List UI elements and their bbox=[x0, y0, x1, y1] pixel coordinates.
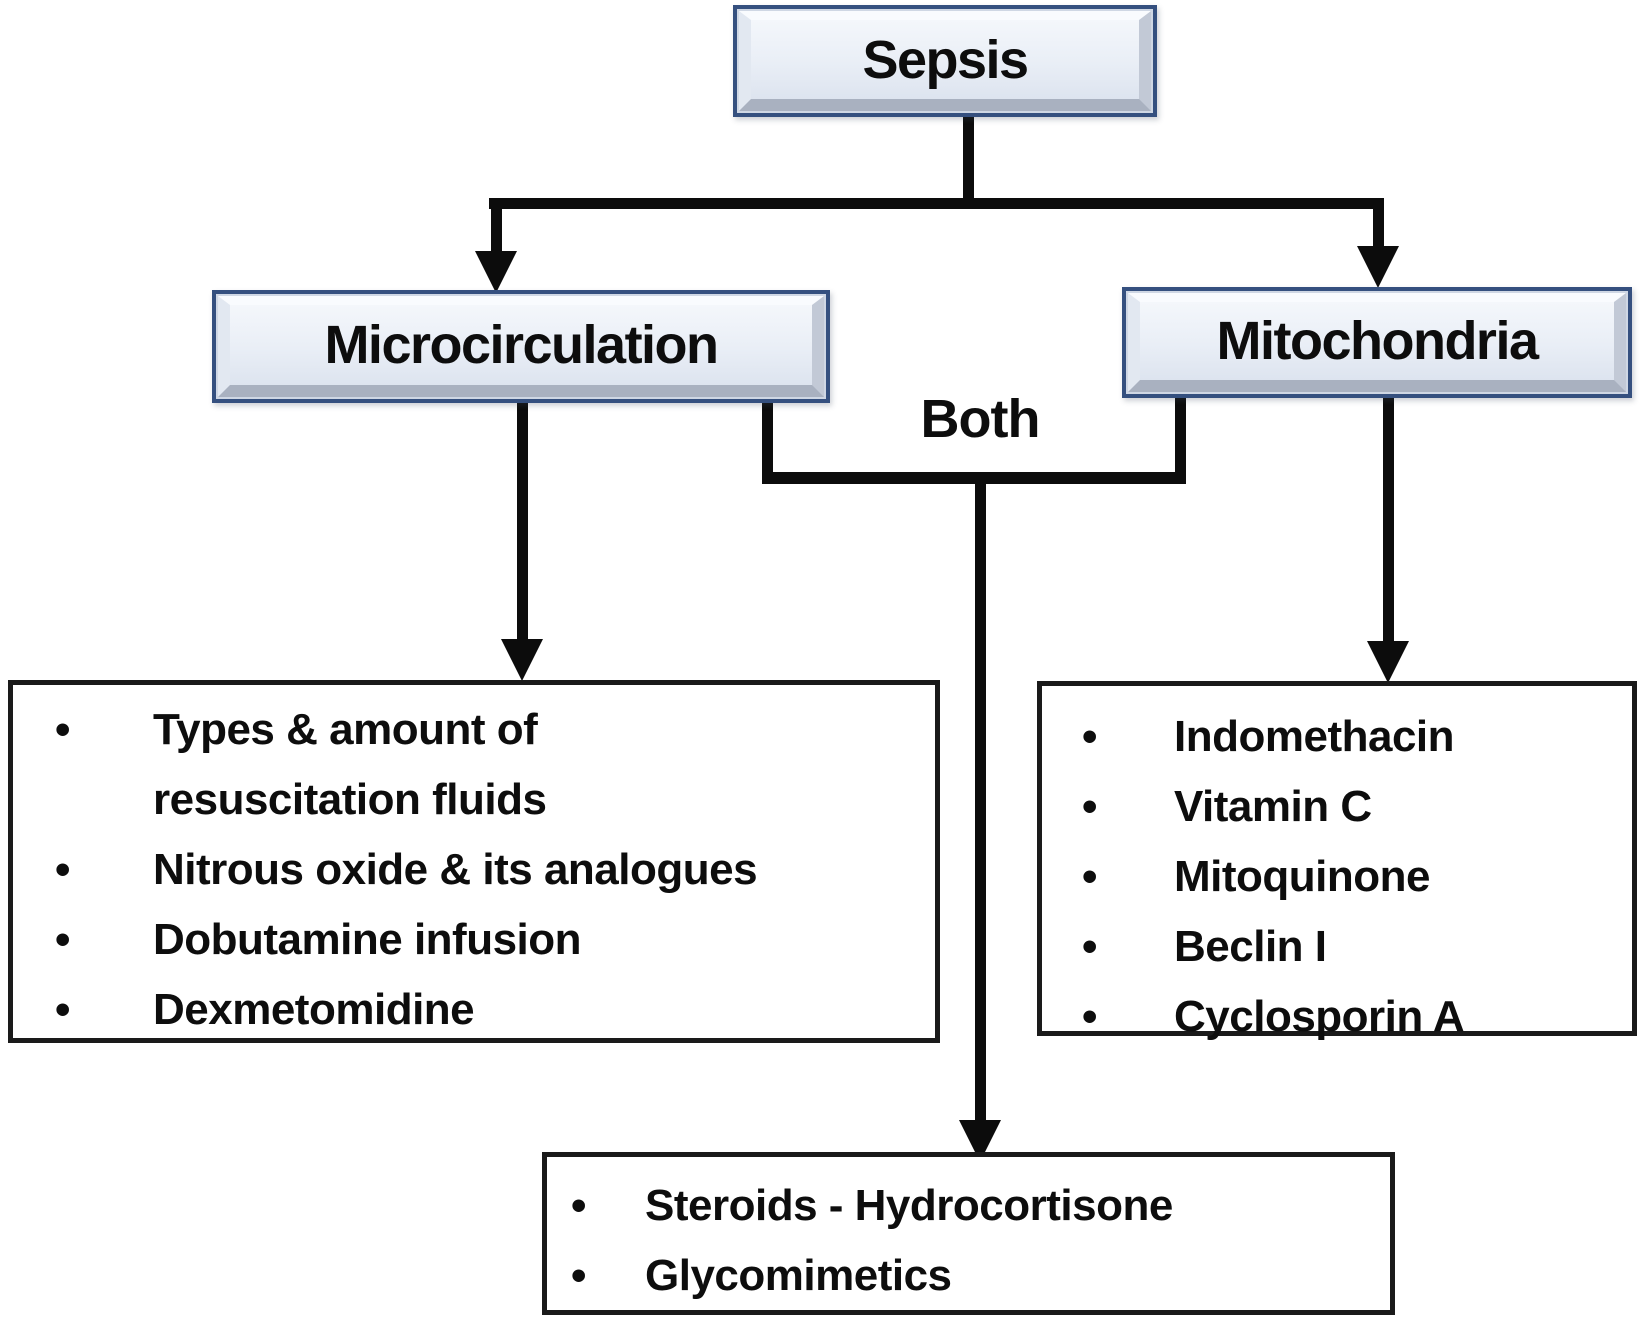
both-bracket-right bbox=[1175, 395, 1186, 481]
connector-branch-horizontal bbox=[489, 198, 1384, 209]
microcirculation-list: • Types & amount of resuscitation fluids… bbox=[8, 680, 940, 1043]
bullet-icon: • bbox=[55, 915, 70, 964]
list-item-text: Steroids - Hydrocortisone bbox=[645, 1181, 1173, 1230]
connector-sepsis-stem bbox=[963, 114, 974, 209]
arrowhead-to-mitochondria bbox=[1357, 246, 1399, 288]
both-bracket-horizontal bbox=[762, 472, 1186, 484]
list-item: • Dobutamine infusion bbox=[55, 905, 917, 975]
node-microcirculation-label: Microcirculation bbox=[324, 315, 719, 375]
node-sepsis-face: Sepsis bbox=[739, 11, 1151, 111]
list-item: • Beclin I bbox=[1082, 912, 1624, 982]
arrowhead-to-microcirculation bbox=[475, 251, 517, 293]
bullet-icon: • bbox=[55, 705, 70, 754]
both-list: • Steroids - Hydrocortisone • Glycomimet… bbox=[542, 1152, 1395, 1315]
list-item: • Glycomimetics bbox=[571, 1241, 1382, 1311]
list-item: • Nitrous oxide & its analogues bbox=[55, 835, 917, 905]
list-item: • Steroids - Hydrocortisone bbox=[571, 1171, 1382, 1241]
list-item: • Indomethacin bbox=[1082, 702, 1624, 772]
list-item-text: Mitoquinone bbox=[1174, 852, 1431, 901]
bullet-icon: • bbox=[1082, 992, 1097, 1041]
list-item: • Types & amount of resuscitation fluids bbox=[55, 695, 917, 835]
list-item: • Vitamin C bbox=[1082, 772, 1624, 842]
list-item-text: Glycomimetics bbox=[645, 1251, 952, 1300]
connector-microcirculation-to-list bbox=[517, 401, 528, 641]
node-microcirculation-face: Microcirculation bbox=[218, 296, 824, 397]
bullet-icon: • bbox=[55, 845, 70, 894]
list-item-text: Beclin I bbox=[1174, 922, 1327, 971]
list-item-text: Dexmetomidine bbox=[153, 985, 475, 1034]
arrowhead-to-mitochondria-list bbox=[1367, 641, 1409, 683]
bullet-icon: • bbox=[571, 1181, 586, 1230]
bullet-icon: • bbox=[55, 985, 70, 1034]
connector-mitochondria-to-list bbox=[1383, 395, 1394, 643]
both-label: Both bbox=[920, 389, 1041, 449]
list-item-text: Vitamin C bbox=[1174, 782, 1372, 831]
connector-both-to-list bbox=[975, 472, 986, 1122]
arrowhead-to-microcirculation-list bbox=[501, 639, 543, 681]
both-bracket-left bbox=[762, 401, 773, 481]
list-item-text: Cyclosporin A bbox=[1174, 992, 1465, 1041]
node-mitochondria: Mitochondria bbox=[1122, 287, 1632, 398]
node-sepsis: Sepsis bbox=[733, 5, 1157, 117]
bullet-icon: • bbox=[1082, 852, 1097, 901]
list-item: • Mitoquinone bbox=[1082, 842, 1624, 912]
connector-branch-left-stem bbox=[491, 198, 502, 253]
node-mitochondria-face: Mitochondria bbox=[1128, 293, 1626, 392]
bullet-icon: • bbox=[1082, 782, 1097, 831]
node-microcirculation: Microcirculation bbox=[212, 290, 830, 403]
node-sepsis-label: Sepsis bbox=[862, 29, 1029, 90]
list-item-text: Dobutamine infusion bbox=[153, 915, 582, 964]
mitochondria-list: • Indomethacin • Vitamin C • Mitoquinone… bbox=[1037, 681, 1637, 1041]
connector-branch-right-stem bbox=[1373, 198, 1384, 248]
list-item-text: Indomethacin bbox=[1174, 712, 1455, 761]
list-item-text: Nitrous oxide & its analogues bbox=[153, 845, 758, 894]
node-mitochondria-label: Mitochondria bbox=[1216, 311, 1539, 371]
list-item: • Cyclosporin A bbox=[1082, 982, 1624, 1052]
bullet-icon: • bbox=[571, 1251, 586, 1300]
bullet-icon: • bbox=[1082, 922, 1097, 971]
bullet-icon: • bbox=[1082, 712, 1097, 761]
list-item-text: Types & amount of resuscitation fluids bbox=[153, 705, 547, 824]
list-item: • Dexmetomidine bbox=[55, 975, 917, 1045]
